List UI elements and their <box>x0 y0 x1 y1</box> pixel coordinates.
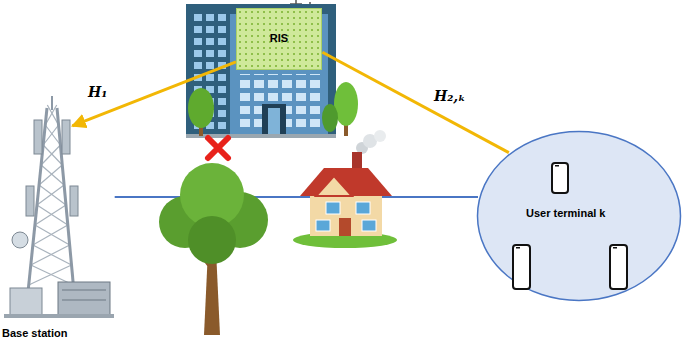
ris-panel: RIS <box>236 8 322 70</box>
channel-line <box>72 62 236 126</box>
building-trees <box>188 82 358 136</box>
channel-label: H₂,ₖ <box>432 88 468 105</box>
channel-label: H₁ <box>86 84 109 101</box>
base-station: Base station <box>2 126 114 340</box>
tree <box>159 163 268 335</box>
building <box>186 0 336 138</box>
node-label: RIS <box>270 32 288 45</box>
user-area: User terminal k <box>476 130 682 302</box>
node-label: User terminal k <box>526 207 605 220</box>
node-label: Base station <box>2 327 67 340</box>
phone-icon <box>610 245 627 289</box>
blocked-mark <box>208 138 228 158</box>
base-station-tower <box>4 96 114 318</box>
direct-link <box>115 196 478 198</box>
channel-line <box>322 52 508 152</box>
phone-icon <box>513 245 530 289</box>
house <box>293 130 397 248</box>
phone-icon <box>552 163 568 193</box>
